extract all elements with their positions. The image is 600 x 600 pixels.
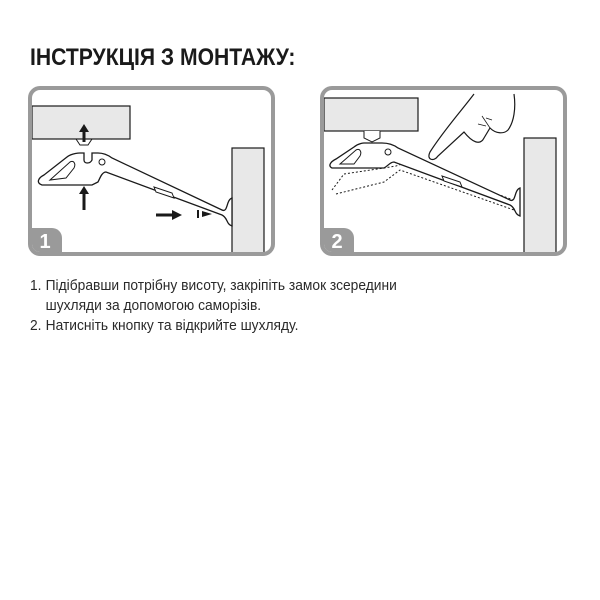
cabinet-wall [231, 147, 265, 252]
drawer-block [324, 97, 419, 132]
instruction-list: 1. Підібравши потрібну висоту, закріпіть… [30, 276, 397, 336]
panel-step-1: 1 [28, 86, 275, 256]
instruction-number: 1. [30, 277, 42, 294]
step-badge-2: 2 [324, 228, 354, 252]
instruction-item-2: 2. Натисніть кнопку та відкрийте шухляду… [30, 316, 397, 336]
latch-body [37, 152, 233, 227]
instruction-text-line: шухляди за допомогою саморізів. [45, 297, 262, 314]
instruction-text-line: Натисніть кнопку та відкрийте шухляду. [45, 317, 299, 334]
arrow-up-icon [79, 186, 89, 194]
drawer-block [32, 105, 131, 140]
cabinet-wall [523, 137, 557, 252]
arrow-up-icon [79, 124, 89, 132]
step-2-illustration [324, 93, 557, 252]
page-title: ІНСТРУКЦІЯ З МОНТАЖУ: [30, 44, 296, 71]
step-1-illustration [32, 105, 265, 252]
panel-step-2: 2 [320, 86, 567, 256]
step-badge-1: 1 [32, 228, 62, 252]
latch-body [329, 142, 521, 217]
instruction-text-line: Підібравши потрібну висоту, закріпіть за… [45, 277, 397, 294]
screw-icon [202, 211, 212, 217]
instruction-item-1: 1. Підібравши потрібну висоту, закріпіть… [30, 276, 397, 316]
arrow-right-icon [172, 210, 182, 220]
pointing-hand-icon [428, 93, 516, 161]
instruction-number: 2. [30, 317, 42, 334]
